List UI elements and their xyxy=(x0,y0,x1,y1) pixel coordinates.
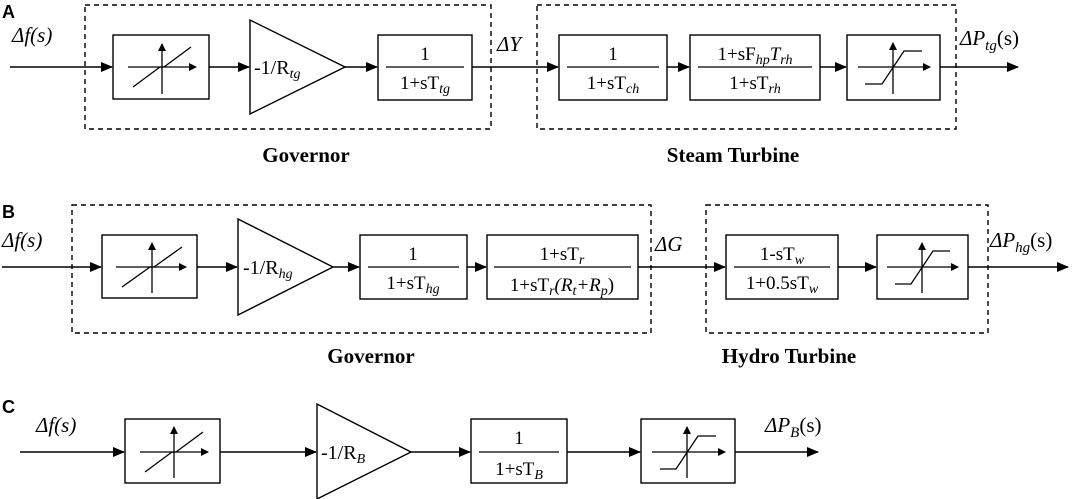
lag-num-b: 1 xyxy=(408,244,418,265)
lag-den-a: 1+sTtg xyxy=(400,73,450,97)
deadband-icon xyxy=(128,43,197,94)
mid-signal-a: ΔY xyxy=(496,32,523,56)
panel-c-label: C xyxy=(2,397,15,417)
saturation-icon xyxy=(858,42,931,94)
deadband-icon xyxy=(140,426,209,478)
lag-den-b: 1+sThg xyxy=(386,273,439,297)
saturation-icon xyxy=(887,242,959,293)
deadband-icon xyxy=(116,242,187,293)
water-num: 1-sTw xyxy=(760,244,805,268)
panel-a-label: A xyxy=(2,2,15,22)
saturation-icon xyxy=(652,426,726,478)
output-signal-b: ΔPhg(s) xyxy=(989,228,1052,256)
output-signal-c: ΔPB(s) xyxy=(764,413,822,441)
hydro-turbine-label: Hydro Turbine xyxy=(722,344,856,368)
gain-block-a xyxy=(249,18,347,116)
lag-den-c: 1+sTB xyxy=(495,459,543,483)
mid-signal-b: ΔG xyxy=(654,232,683,256)
lag-num-a: 1 xyxy=(420,44,430,65)
reheat-num: 1+sFhpTrh xyxy=(718,44,793,68)
panel-a: A Δf(s) -1/Rtg 1 1+sTtg ΔY 1 1+sTch xyxy=(2,2,1019,167)
gain-label-c: -1/RB xyxy=(321,442,366,467)
hydro-turbine-group xyxy=(705,204,989,334)
gain-block-b xyxy=(237,217,335,317)
lag-block-c xyxy=(470,418,568,484)
gain-label-a: -1/Rtg xyxy=(254,57,300,82)
panel-b: B Δf(s) -1/Rhg 1 1+sThg 1+sTr 1+sTr(Rt+R… xyxy=(1,202,1069,368)
input-signal-c: Δf(s) xyxy=(35,413,76,437)
compensator-num: 1+sTr xyxy=(540,244,585,268)
panel-b-label: B xyxy=(2,202,15,222)
reheat-den: 1+sTrh xyxy=(729,73,780,97)
water-den: 1+0.5sTw xyxy=(746,273,819,297)
input-signal-b: Δf(s) xyxy=(1,228,42,252)
output-signal-a: ΔPtg(s) xyxy=(959,26,1019,54)
gain-label-b: -1/Rhg xyxy=(243,257,293,282)
governor-group-b xyxy=(71,204,652,334)
steam-turbine-label: Steam Turbine xyxy=(667,143,799,167)
governor-label-b: Governor xyxy=(327,344,414,368)
gain-block-c xyxy=(316,402,413,499)
lag-num-c: 1 xyxy=(514,428,524,449)
input-signal-a: Δf(s) xyxy=(11,23,52,47)
deadband-block-c xyxy=(124,418,221,484)
panel-c: C Δf(s) -1/RB 1 1+sTB ΔPB(s) xyxy=(2,397,822,499)
compensator-den: 1+sTr(Rt+Rp) xyxy=(510,275,614,299)
chest-num: 1 xyxy=(608,44,618,65)
governor-label-a: Governor xyxy=(262,143,349,167)
chest-den: 1+sTch xyxy=(587,73,639,97)
